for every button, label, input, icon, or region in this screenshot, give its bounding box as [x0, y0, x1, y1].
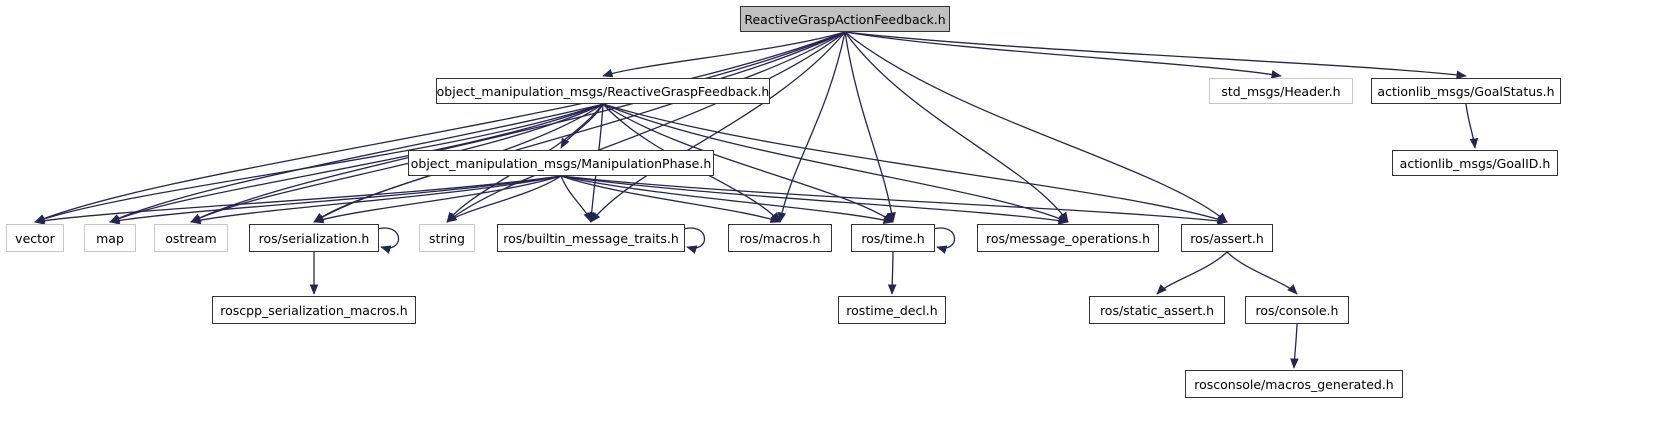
node-time[interactable]: ros/time.h: [851, 224, 935, 252]
edge-manipphase-to-macros: [560, 175, 781, 223]
edge-time-to-time: [932, 227, 956, 254]
node-string[interactable]: string: [419, 224, 475, 252]
edge-root-to-rgf: [602, 31, 846, 78]
edge-manipphase-to-map: [109, 175, 562, 225]
edge-manipphase-to-assert: [560, 175, 1228, 226]
node-label: ReactiveGraspActionFeedback.h: [744, 11, 946, 27]
node-macros[interactable]: ros/macros.h: [728, 224, 832, 252]
node-label: rostime_decl.h: [846, 302, 938, 318]
node-label: ros/macros.h: [739, 230, 821, 246]
node-manipphase[interactable]: object_manipulation_msgs/ManipulationPha…: [408, 150, 714, 176]
edge-root-to-msgops: [844, 31, 1069, 223]
node-label: object_manipulation_msgs/ManipulationPha…: [410, 155, 712, 171]
node-goalstatus[interactable]: actionlib_msgs/GoalStatus.h: [1371, 78, 1561, 104]
edge-assert-to-staticassert: [1156, 251, 1228, 295]
node-goalid[interactable]: actionlib_msgs/GoalID.h: [1392, 150, 1558, 176]
node-vector[interactable]: vector: [6, 224, 64, 252]
edge-rgf-to-vector: [34, 103, 604, 223]
node-staticassert[interactable]: ros/static_assert.h: [1089, 296, 1225, 324]
node-label: actionlib_msgs/GoalStatus.h: [1377, 83, 1555, 99]
edge-root-to-macros: [777, 31, 846, 223]
node-label: ros/console.h: [1255, 302, 1339, 318]
edge-manipphase-to-traits: [560, 175, 592, 223]
node-label: map: [96, 230, 124, 246]
node-label: rosconsole/macros_generated.h: [1194, 376, 1394, 392]
node-label: object_manipulation_msgs/ReactiveGraspFe…: [436, 83, 770, 99]
node-msgops[interactable]: ros/message_operations.h: [977, 224, 1159, 252]
edge-rgf-to-time: [602, 103, 894, 223]
edge-rgf-to-assert: [602, 103, 1228, 224]
node-label: ros/static_assert.h: [1099, 302, 1215, 318]
edge-root-to-ostream: [190, 31, 846, 223]
node-label: ros/message_operations.h: [985, 230, 1151, 246]
edge-manipphase-to-time: [560, 175, 894, 225]
edge-manipphase-to-serial: [313, 175, 562, 224]
node-label: actionlib_msgs/GoalID.h: [1399, 155, 1551, 171]
edge-manipphase-to-vector: [34, 175, 562, 225]
edge-root-to-string: [446, 31, 846, 223]
edge-root-to-goalstatus: [844, 31, 1467, 80]
edge-root-to-stdhdr: [844, 31, 1282, 79]
node-label: ros/serialization.h: [258, 230, 370, 246]
edge-root-to-map: [109, 31, 846, 223]
edge-manipphase-to-string: [446, 175, 562, 223]
node-root: ReactiveGraspActionFeedback.h: [740, 6, 950, 32]
node-rgf[interactable]: object_manipulation_msgs/ReactiveGraspFe…: [436, 78, 770, 104]
edge-manipphase-to-ostream: [190, 175, 562, 225]
edge-root-to-vector: [34, 31, 846, 223]
edge-root-to-assert: [844, 31, 1228, 223]
node-rosconsole[interactable]: rosconsole/macros_generated.h: [1185, 370, 1403, 398]
edge-manipphase-to-msgops: [560, 175, 1069, 225]
node-label: vector: [15, 230, 55, 246]
edge-root-to-time: [844, 31, 896, 223]
node-label: ros/builtin_message_traits.h: [503, 230, 679, 246]
edge-console-to-rosconsole: [1290, 323, 1299, 369]
node-label: roscpp_serialization_macros.h: [220, 302, 408, 318]
node-map[interactable]: map: [84, 224, 136, 252]
node-label: ros/assert.h: [1190, 230, 1264, 246]
node-rostimedecl[interactable]: rostime_decl.h: [838, 296, 946, 324]
node-ostream[interactable]: ostream: [154, 224, 228, 252]
edge-time-to-rostimedecl: [887, 251, 897, 295]
node-label: ostream: [165, 230, 217, 246]
node-console[interactable]: ros/console.h: [1245, 296, 1349, 324]
node-stdhdr[interactable]: std_msgs/Header.h: [1209, 78, 1353, 104]
node-label: ros/time.h: [861, 230, 925, 246]
node-label: std_msgs/Header.h: [1221, 83, 1341, 99]
edge-rgf-to-ostream: [190, 103, 604, 223]
edge-rgf-to-map: [109, 103, 604, 223]
edge-assert-to-console: [1226, 251, 1298, 295]
node-roscppser[interactable]: roscpp_serialization_macros.h: [212, 296, 416, 324]
edge-serial-to-serial: [376, 227, 400, 254]
node-traits[interactable]: ros/builtin_message_traits.h: [497, 224, 685, 252]
node-serial[interactable]: ros/serialization.h: [249, 224, 379, 252]
node-label: string: [429, 230, 465, 246]
node-assert[interactable]: ros/assert.h: [1181, 224, 1273, 252]
edge-traits-to-traits: [682, 227, 706, 254]
edge-goalstatus-to-goalid: [1465, 103, 1479, 149]
